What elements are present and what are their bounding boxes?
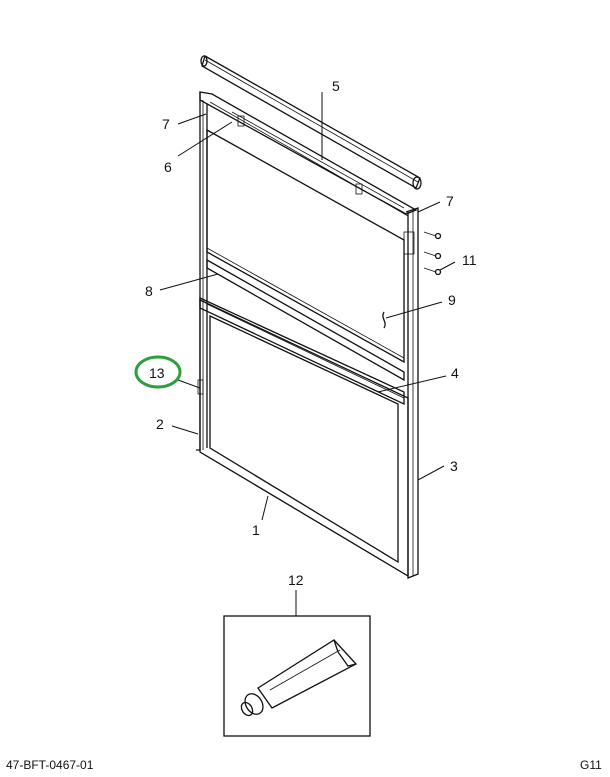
callout-5: 5	[332, 78, 340, 94]
callout-8: 8	[145, 283, 153, 299]
lower-sash-frame	[199, 298, 409, 578]
frame-top-rail	[199, 91, 418, 217]
callout-1: 1	[252, 522, 260, 538]
upper-glass-pane	[206, 128, 405, 364]
screw-fasteners	[423, 231, 442, 276]
callout-7-left: 7	[162, 116, 170, 132]
callout-11: 11	[462, 252, 477, 268]
callout-13: 13	[149, 365, 165, 381]
sealant-tube-inset	[223, 615, 371, 737]
top-seal-strip	[200, 55, 422, 190]
callout-4: 4	[451, 365, 459, 381]
callout-2: 2	[156, 416, 164, 432]
callout-13-highlight	[134, 355, 182, 389]
frame-right-rail	[403, 207, 419, 579]
callout-9: 9	[448, 292, 456, 308]
footer-drawing-number: 47-BFT-0467-01	[6, 758, 94, 772]
callout-6: 6	[164, 159, 172, 175]
footer-sheet-code: G11	[580, 758, 602, 772]
mid-division-bar	[206, 258, 405, 382]
callout-12: 12	[288, 572, 304, 588]
leader-lines	[159, 92, 456, 616]
callout-7-right: 7	[446, 193, 454, 209]
clip-detail	[382, 311, 386, 329]
frame-left-rail	[196, 92, 208, 451]
callout-3: 3	[450, 458, 458, 474]
